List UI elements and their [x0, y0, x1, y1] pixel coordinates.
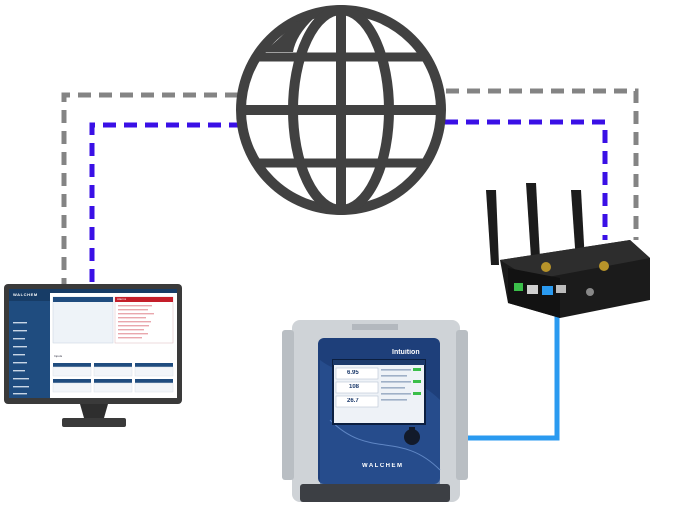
- controller-reading-3: 26.7: [347, 398, 359, 404]
- router-icon: [486, 183, 650, 318]
- controller-brand-top: Intuition: [392, 349, 420, 356]
- vpn-link-left: [89, 122, 242, 292]
- wan-link-left: [61, 92, 238, 290]
- globe-icon: [236, 5, 446, 215]
- dashboard-brand: WALCHEM: [13, 293, 38, 297]
- controller-reading-2: 108: [349, 384, 360, 390]
- dashboard-section-label: Inputs: [54, 355, 63, 358]
- dashboard-panel-title: Alarms: [117, 298, 127, 301]
- controller-icon: [282, 320, 468, 502]
- monitor-icon: [4, 284, 182, 427]
- wan-link-right: [446, 88, 639, 240]
- ethernet-link: [457, 296, 560, 441]
- vpn-link-right: [445, 119, 608, 240]
- globe-fill: [262, 18, 314, 52]
- controller-brand-bottom: WALCHEM: [362, 463, 404, 469]
- controller-reading-1: 6.95: [347, 370, 359, 376]
